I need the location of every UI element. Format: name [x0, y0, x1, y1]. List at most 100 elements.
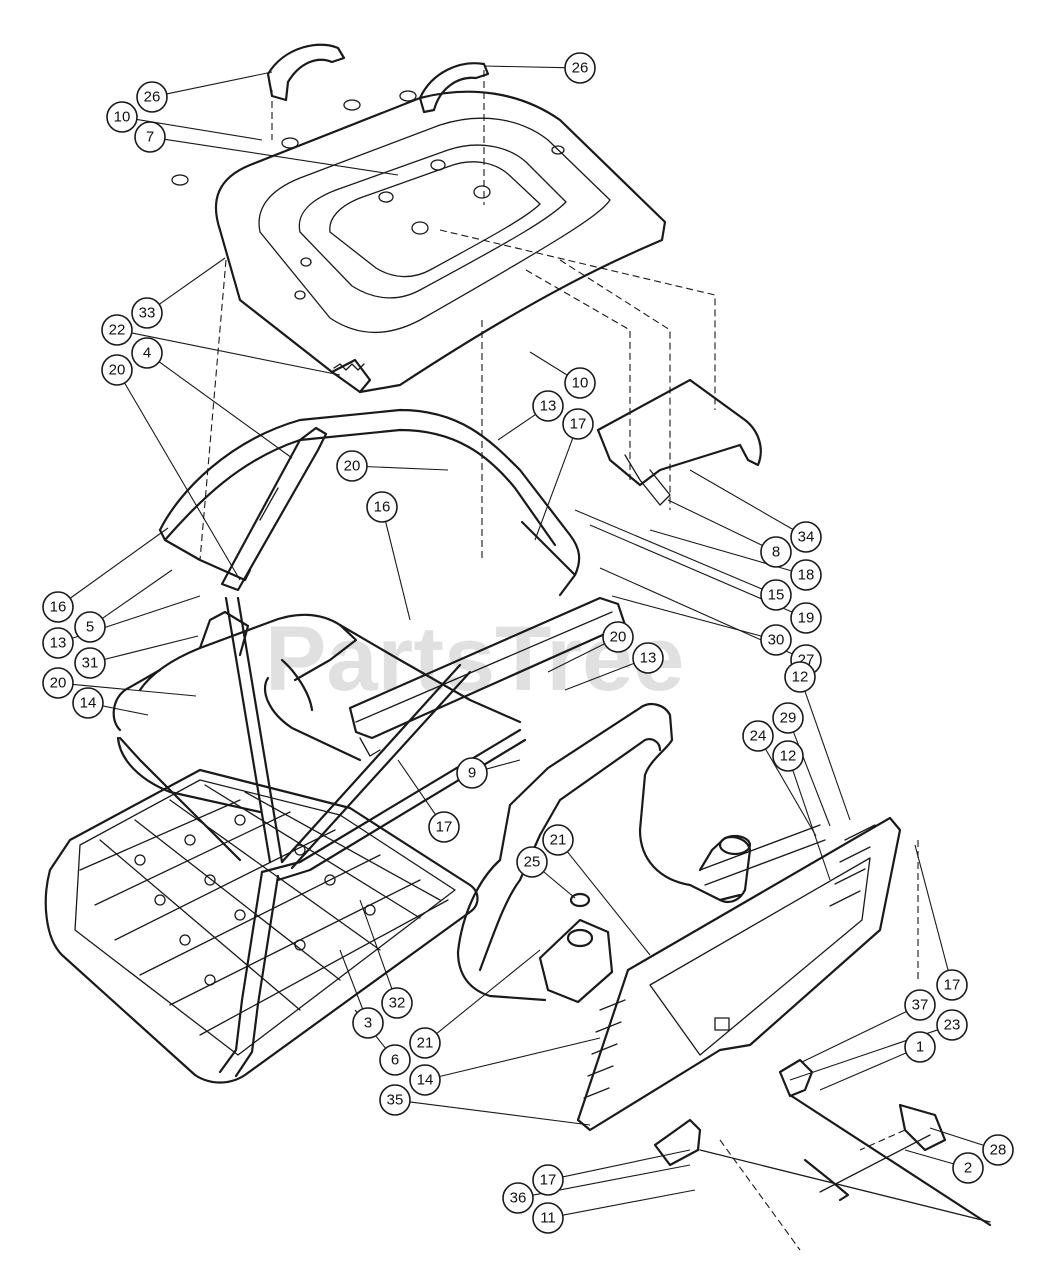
callout-23: 23 — [936, 1009, 968, 1041]
callout-circle — [602, 621, 634, 653]
callout-label: 13 — [640, 650, 657, 667]
callout-circle — [336, 450, 368, 482]
callout-label: 22 — [109, 322, 126, 339]
callout-22: 22 — [101, 314, 133, 346]
callout-9: 9 — [456, 757, 488, 789]
callout-circle — [428, 811, 460, 843]
callout-circle — [742, 720, 774, 752]
callout-label: 20 — [50, 675, 67, 692]
callout-label: 26 — [572, 60, 589, 77]
callout-label: 10 — [572, 375, 589, 392]
callout-circle — [542, 824, 574, 856]
callout-label: 20 — [109, 362, 126, 379]
callout-circle — [772, 740, 804, 772]
seat-handle-left — [266, 43, 346, 102]
callout-21: 21 — [542, 824, 574, 856]
callout-circle — [982, 1134, 1014, 1166]
callout-circle — [136, 81, 168, 113]
callout-label: 8 — [772, 544, 780, 561]
callout-17: 17 — [562, 408, 594, 440]
callout-label: 14 — [417, 1072, 434, 1089]
callout-26: 26 — [564, 52, 596, 84]
callout-20: 20 — [602, 621, 634, 653]
callout-label: 30 — [768, 632, 785, 649]
callout-label: 1 — [916, 1039, 924, 1056]
callout-label: 17 — [944, 977, 961, 994]
callout-29: 29 — [772, 702, 804, 734]
callout-circle — [106, 101, 138, 133]
callout-circle — [74, 611, 106, 643]
callout-label: 2 — [964, 1160, 972, 1177]
callout-13: 13 — [632, 642, 664, 674]
callout-circle — [564, 367, 596, 399]
leader-line — [589, 524, 793, 613]
leader-line — [497, 413, 536, 441]
callout-circle — [952, 1152, 984, 1184]
callout-circle — [790, 559, 822, 591]
callout-circle — [790, 602, 822, 634]
leader-line — [929, 1127, 984, 1146]
callout-circle — [532, 1164, 564, 1196]
callout-6: 6 — [379, 1044, 411, 1076]
callout-circle — [760, 536, 792, 568]
callout-label: 36 — [510, 1190, 527, 1207]
callout-circle — [562, 408, 594, 440]
callout-circle — [790, 521, 822, 553]
leader-line — [914, 844, 949, 971]
callout-circle — [131, 337, 163, 369]
callout-circle — [131, 297, 163, 329]
callout-34: 34 — [790, 521, 822, 553]
leader-line — [564, 662, 635, 691]
callout-circle — [101, 354, 133, 386]
leader-line — [339, 949, 364, 1010]
seat-frame-upper — [158, 408, 581, 597]
callout-14: 14 — [409, 1064, 441, 1096]
seat-frame-lower — [112, 610, 522, 814]
callout-18: 18 — [790, 559, 822, 591]
callout-circle — [904, 1031, 936, 1063]
callout-21: 21 — [409, 1027, 441, 1059]
callout-label: 20 — [610, 629, 627, 646]
callout-label: 37 — [912, 997, 929, 1014]
callout-circle — [409, 1027, 441, 1059]
callout-32: 32 — [381, 987, 413, 1019]
callout-label: 35 — [387, 1092, 404, 1109]
callout-20: 20 — [42, 667, 74, 699]
callout-circle — [74, 647, 106, 679]
leader-line — [158, 257, 226, 305]
leader-line — [801, 1011, 907, 1063]
callout-20: 20 — [336, 450, 368, 482]
callout-label: 21 — [550, 832, 567, 849]
callout-36: 36 — [502, 1182, 534, 1214]
leader-line — [397, 759, 436, 815]
callout-label: 26 — [144, 89, 161, 106]
leader-line — [765, 748, 817, 837]
grid-cells — [134, 814, 376, 986]
callout-circle — [502, 1182, 534, 1214]
callout-26: 26 — [136, 81, 168, 113]
callout-circle — [784, 661, 816, 693]
leader-lines — [69, 65, 984, 1216]
callout-label: 17 — [570, 416, 587, 433]
seat-bracket — [596, 378, 762, 506]
leader-line — [904, 1149, 954, 1165]
seat-handle-right — [418, 62, 490, 114]
callout-12: 12 — [784, 661, 816, 693]
callout-label: 17 — [540, 1172, 557, 1189]
callout-15: 15 — [760, 579, 792, 611]
callout-label: 19 — [798, 610, 815, 627]
leader-line — [562, 1149, 691, 1178]
callout-circle — [379, 1044, 411, 1076]
callout-circle — [42, 591, 74, 623]
callout-circle — [381, 987, 413, 1019]
callout-circle — [632, 642, 664, 674]
callout-circle — [532, 390, 564, 422]
callout-35: 35 — [379, 1084, 411, 1116]
callout-8: 8 — [760, 536, 792, 568]
leader-line — [102, 569, 173, 619]
callout-label: 33 — [139, 305, 156, 322]
callout-circle — [72, 687, 104, 719]
callout-17: 17 — [532, 1164, 564, 1196]
